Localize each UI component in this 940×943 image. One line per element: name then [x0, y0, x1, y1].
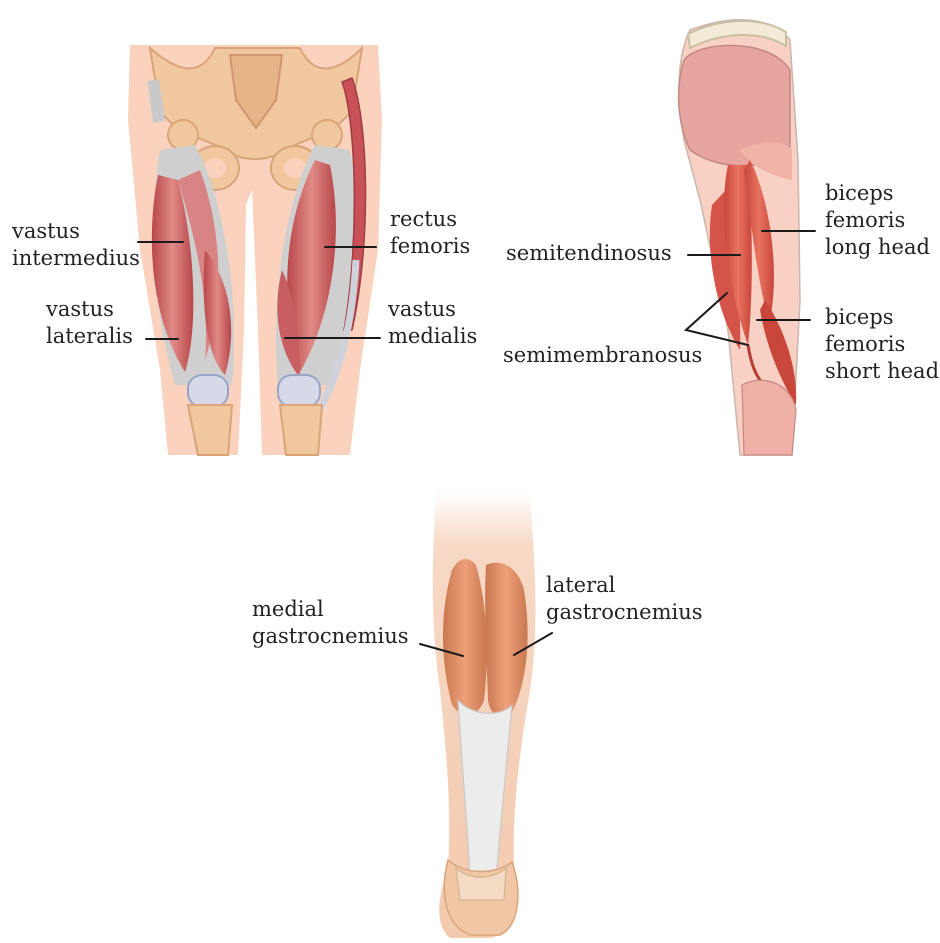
left-patella-region: [188, 375, 228, 407]
label-line: vastus: [388, 296, 477, 323]
label-line: vastus: [12, 218, 140, 245]
label-biceps-femoris-long-head: biceps femoris long head: [825, 180, 930, 261]
front-thigh-illustration: [128, 45, 382, 455]
label-line: rectus: [390, 206, 470, 233]
label-line: femoris: [390, 233, 470, 260]
label-line: semimembranosus: [503, 342, 702, 369]
label-biceps-femoris-short-head: biceps femoris short head: [825, 304, 939, 385]
label-line: lateralis: [46, 323, 133, 350]
calf-top-back: [742, 380, 796, 455]
label-line: vastus: [46, 296, 133, 323]
label-line: long head: [825, 234, 930, 261]
label-vastus-intermedius: vastus intermedius: [12, 218, 140, 272]
label-line: femoris: [825, 331, 939, 358]
calf-illustration: [433, 492, 536, 938]
back-thigh-illustration: [679, 20, 800, 455]
label-rectus-femoris: rectus femoris: [390, 206, 470, 260]
label-line: medial: [252, 596, 409, 623]
label-line: semitendinosus: [506, 240, 672, 267]
label-line: short head: [825, 358, 939, 385]
label-semimembranosus: semimembranosus: [503, 342, 702, 369]
label-line: biceps: [825, 304, 939, 331]
right-lower-leg-bone: [280, 405, 322, 455]
label-line: intermedius: [12, 245, 140, 272]
label-line: gastrocnemius: [546, 599, 703, 626]
label-medial-gastrocnemius: medial gastrocnemius: [252, 596, 409, 650]
label-lateral-gastrocnemius: lateral gastrocnemius: [546, 572, 703, 626]
label-vastus-medialis: vastus medialis: [388, 296, 477, 350]
label-line: femoris: [825, 207, 930, 234]
label-line: lateral: [546, 572, 703, 599]
label-line: medialis: [388, 323, 477, 350]
right-patella-region: [278, 375, 320, 407]
label-line: gastrocnemius: [252, 623, 409, 650]
label-semitendinosus: semitendinosus: [506, 240, 672, 267]
label-vastus-lateralis: vastus lateralis: [46, 296, 133, 350]
label-line: biceps: [825, 180, 930, 207]
